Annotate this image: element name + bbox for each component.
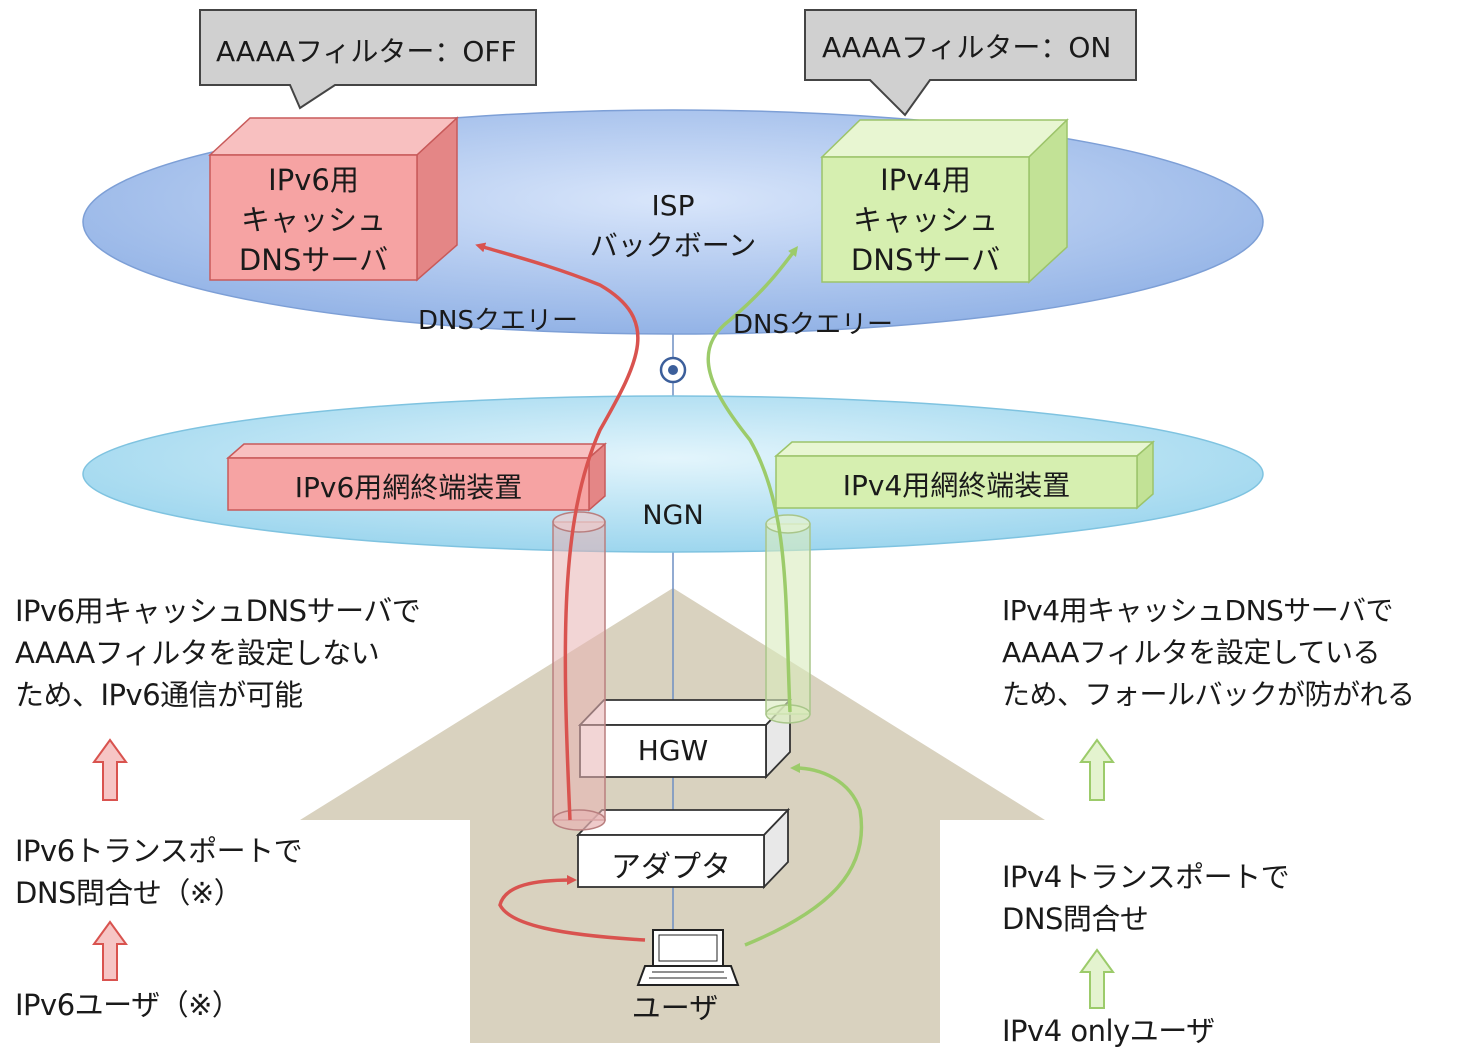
ipv4-server-line1: IPv4用 — [880, 163, 971, 197]
dns-query-right-label: DNSクエリー — [733, 310, 893, 340]
ipv6-tunnel-pipe — [552, 511, 606, 831]
ipv4-server-line2: キャッシュ — [852, 203, 998, 237]
ipv4-terminal-label: IPv4用網終端装置 — [842, 469, 1071, 502]
right-up-arrow-icon — [1079, 948, 1115, 1009]
ipv6-query-arrow-upper — [475, 242, 640, 821]
ipv6-server-label: IPv6用 キャッシュ DNSサーバ — [210, 160, 417, 280]
ipv4-network-terminal-box — [774, 440, 1155, 510]
ipv6-query-arrow-lower — [498, 875, 646, 942]
adapter-label: アダプタ — [611, 850, 731, 885]
right-result-line1: IPv4用キャッシュDNSサーバで — [1002, 594, 1394, 627]
ipv4-server-label: IPv4用 キャッシュ DNSサーバ — [822, 160, 1029, 280]
interconnect-point-icon — [659, 356, 687, 384]
left-up-arrow-icon — [92, 920, 128, 981]
isp-label-line1: ISP — [651, 189, 695, 222]
hgw-box — [577, 697, 793, 780]
ipv4-server-line3: DNSサーバ — [850, 243, 1001, 277]
ipv4-query-arrow-upper — [706, 246, 799, 713]
right-transport-line1: IPv4トランスポートで — [1002, 860, 1290, 894]
ipv4-query-arrow-lower — [744, 763, 864, 947]
callout-right-text: AAAAフィルター：ON — [822, 31, 1112, 64]
right-user-note: IPv4 onlyユーザ — [1002, 1010, 1215, 1052]
left-result-line2: AAAAフィルタを設定しない — [15, 636, 380, 670]
right-result-line3: ため、フォールバックが防がれる — [1002, 678, 1415, 711]
ipv6-network-terminal-box — [226, 442, 607, 512]
left-result-note: IPv6用キャッシュDNSサーバで AAAAフィルタを設定しない ため、IPv6… — [15, 590, 421, 716]
right-up-arrow-icon — [1079, 738, 1115, 801]
right-result-line2: AAAAフィルタを設定している — [1002, 636, 1381, 669]
ipv6-server-line1: IPv6用 — [268, 163, 359, 197]
right-transport-line2: DNS問合せ — [1002, 902, 1149, 936]
isp-label-line2: バックボーン — [589, 229, 757, 262]
laptop-icon — [636, 929, 740, 986]
right-result-note: IPv4用キャッシュDNSサーバで AAAAフィルタを設定している ため、フォー… — [1002, 590, 1415, 716]
left-result-line1: IPv6用キャッシュDNSサーバで — [15, 594, 421, 628]
right-transport-note: IPv4トランスポートで DNS問合せ — [1002, 856, 1290, 940]
callout-left-shape — [199, 9, 537, 110]
dns-query-left-label: DNSクエリー — [418, 306, 578, 336]
hgw-label: HGW — [637, 734, 709, 767]
left-transport-line1: IPv6トランスポートで — [15, 834, 303, 868]
left-up-arrow-icon — [92, 738, 128, 801]
left-transport-line2: DNS問合せ（※） — [15, 876, 243, 910]
ngn-ellipse — [82, 395, 1264, 553]
callout-left-text: AAAAフィルター：OFF — [216, 35, 517, 68]
ipv6-cache-dns-server-box — [208, 116, 459, 282]
adapter-box — [575, 807, 791, 890]
right-user-line: IPv4 onlyユーザ — [1002, 1014, 1215, 1048]
left-user-note: IPv6ユーザ（※） — [15, 984, 241, 1026]
ipv6-server-line2: キャッシュ — [240, 203, 386, 237]
left-transport-note: IPv6トランスポートで DNS問合せ（※） — [15, 830, 303, 914]
ipv6-server-line3: DNSサーバ — [238, 243, 389, 277]
isp-label: ISP バックボーン — [573, 186, 773, 266]
left-result-line3: ため、IPv6通信が可能 — [15, 678, 303, 712]
callout-right-shape — [804, 9, 1137, 117]
ngn-label: NGN — [642, 500, 704, 531]
user-label: ユーザ — [631, 991, 719, 1025]
ipv4-cache-dns-server-box — [820, 118, 1069, 284]
ipv6-terminal-label: IPv6用網終端装置 — [294, 471, 523, 504]
left-user-line: IPv6ユーザ（※） — [15, 988, 241, 1022]
